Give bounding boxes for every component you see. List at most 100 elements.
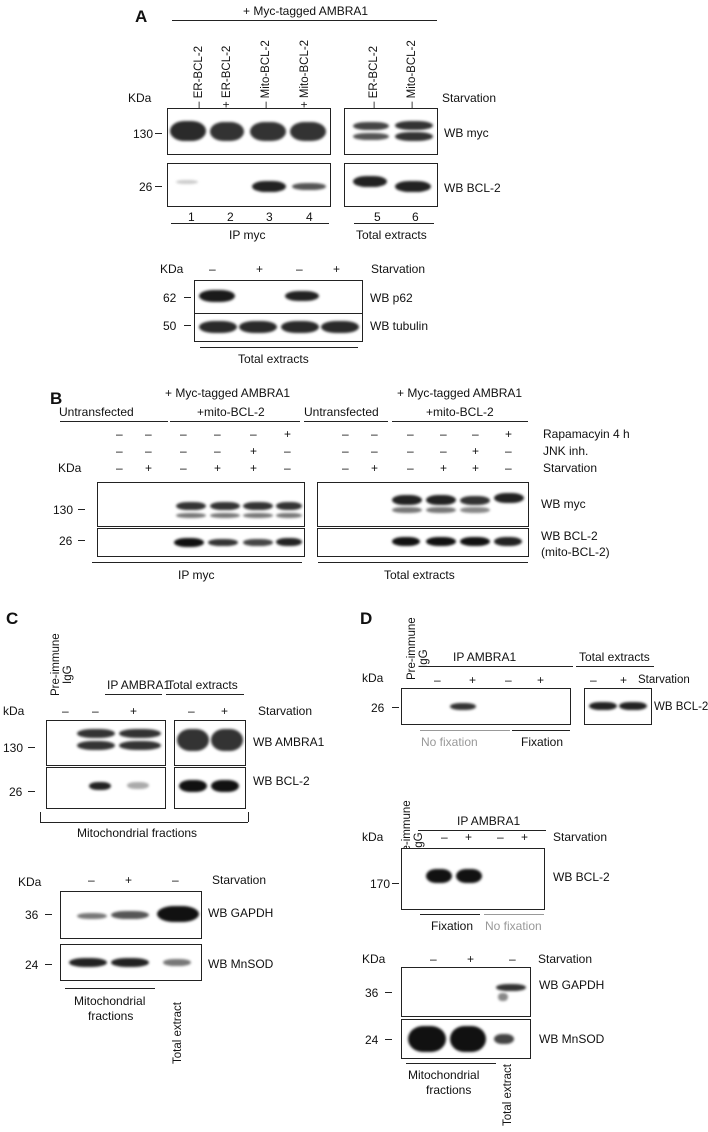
starvation-label: Starvation <box>371 262 426 276</box>
treatment-sign: + <box>505 427 513 441</box>
blot-c-mnsod <box>60 944 202 981</box>
blot-d-mnsod <box>401 1019 531 1059</box>
kda-label: kDa <box>362 671 384 685</box>
blot-label-myc: WB myc <box>444 126 489 140</box>
blot-label-bcl2: WB BCL-2 <box>553 870 610 884</box>
group-line <box>166 694 244 695</box>
starvation-label: Starvation <box>258 704 313 718</box>
starvation-sign: + <box>221 704 229 718</box>
marker-24: 24 <box>25 958 39 972</box>
lane-label-6: – Mito-BCL-2 <box>406 40 418 108</box>
mito-fractions-2: fractions <box>88 1009 134 1023</box>
total-extract-label: Total extract <box>502 1064 514 1126</box>
blot-a-myc-ip <box>167 108 331 155</box>
starvation-sign: – <box>590 673 597 687</box>
lane-number: 4 <box>306 210 313 224</box>
kda-label: KDa <box>160 262 184 276</box>
group-label-total: Total extracts <box>384 568 455 582</box>
blot-label-tubulin: WB tubulin <box>370 319 429 333</box>
preimmune-label: Pre-immune <box>50 633 62 696</box>
mito-fractions-1: Mitochondrial <box>408 1068 480 1082</box>
lane-number: 2 <box>227 210 234 224</box>
lane-label-2: + ER-BCL-2 <box>221 45 233 108</box>
group-line <box>392 421 528 422</box>
marker-130: 130 <box>133 127 154 141</box>
treatment-sign: – <box>284 461 291 475</box>
kda-label: KDa <box>58 461 82 475</box>
marker-50: 50 <box>163 319 177 333</box>
panel-a-header: + Myc-tagged AMBRA1 <box>243 4 369 18</box>
group-label-total: Total extracts <box>238 352 309 366</box>
fixation-label: Fixation <box>431 919 474 933</box>
igg-label: IgG <box>62 665 74 684</box>
blot-d-gapdh <box>401 967 531 1017</box>
blot-c-ambra1-ip <box>46 720 166 766</box>
starvation-sign: – <box>505 673 512 687</box>
kda-label: kDa <box>3 704 25 718</box>
treatment-sign: – <box>180 444 187 458</box>
bracket <box>40 812 41 822</box>
blot-b-bcl2-total <box>317 528 529 557</box>
lane-label-3: – Mito-BCL-2 <box>260 40 272 108</box>
starvation-sign: + <box>521 830 529 844</box>
starvation-sign: – <box>209 262 216 276</box>
marker-tick <box>385 992 392 993</box>
fixation-label: Fixation <box>521 735 564 749</box>
treatment-sign: – <box>472 427 479 441</box>
no-fixation-label: No fixation <box>485 919 542 933</box>
blot-b-bcl2-ip <box>97 528 305 557</box>
group-line <box>420 730 510 731</box>
blot-a-bcl2-ip <box>167 163 331 207</box>
blot-label-mnsod: WB MnSOD <box>208 957 274 971</box>
starvation-label: Starvation <box>638 674 690 686</box>
starvation-sign: + <box>620 673 628 687</box>
treatment-sign: – <box>145 444 152 458</box>
marker-tick <box>184 297 191 298</box>
marker-tick <box>28 747 35 748</box>
starvation-sign: – <box>434 673 441 687</box>
marker-36: 36 <box>365 986 379 1000</box>
blot-label-bcl2: WB BCL-2 <box>541 529 598 543</box>
total-extract-label: Total extract <box>172 1002 184 1064</box>
marker-tick <box>78 540 85 541</box>
lane-number: 1 <box>188 210 195 224</box>
treatment-sign: – <box>342 427 349 441</box>
blot-c-bcl2-total <box>174 767 246 809</box>
marker-130: 130 <box>53 503 74 517</box>
lane-number: 6 <box>412 210 419 224</box>
ip-label: IP AMBRA1 <box>453 650 517 664</box>
group-line <box>425 666 573 667</box>
group-line <box>60 421 168 422</box>
treatment-label-rapamycin: Rapamacyin 4 h <box>543 427 630 441</box>
treatment-sign: – <box>284 444 291 458</box>
lane-label-5: – ER-BCL-2 <box>368 45 380 108</box>
blot-label-gapdh: WB GAPDH <box>208 906 274 920</box>
group-line <box>354 223 434 224</box>
blot-a-bcl2-total <box>344 163 438 207</box>
treatment-sign: – <box>145 427 152 441</box>
marker-tick <box>155 186 162 187</box>
marker-tick <box>155 133 162 134</box>
marker-24: 24 <box>365 1033 379 1047</box>
mito-fractions-label: Mitochondrial fractions <box>77 826 198 840</box>
starvation-sign: + <box>125 873 133 887</box>
treatment-sign: + <box>145 461 153 475</box>
starvation-sign: – <box>497 830 504 844</box>
blot-label-p62: WB p62 <box>370 291 413 305</box>
group-line <box>576 666 654 667</box>
marker-26: 26 <box>139 180 153 194</box>
blot-label-ambra1: WB AMBRA1 <box>253 735 325 749</box>
blot-d-bcl2-fixation <box>401 848 545 910</box>
mito-fractions-2: fractions <box>426 1083 472 1097</box>
lane-number: 3 <box>266 210 273 224</box>
group-line <box>418 830 546 831</box>
group-line <box>105 694 162 695</box>
group-line <box>484 914 544 915</box>
treatment-sign: – <box>116 427 123 441</box>
treatment-sign: – <box>371 427 378 441</box>
blot-a-p62 <box>194 280 363 314</box>
treatment-sign: + <box>472 444 480 458</box>
starvation-sign: – <box>296 262 303 276</box>
panel-letter-b: B <box>50 389 63 408</box>
marker-tick <box>392 883 399 884</box>
